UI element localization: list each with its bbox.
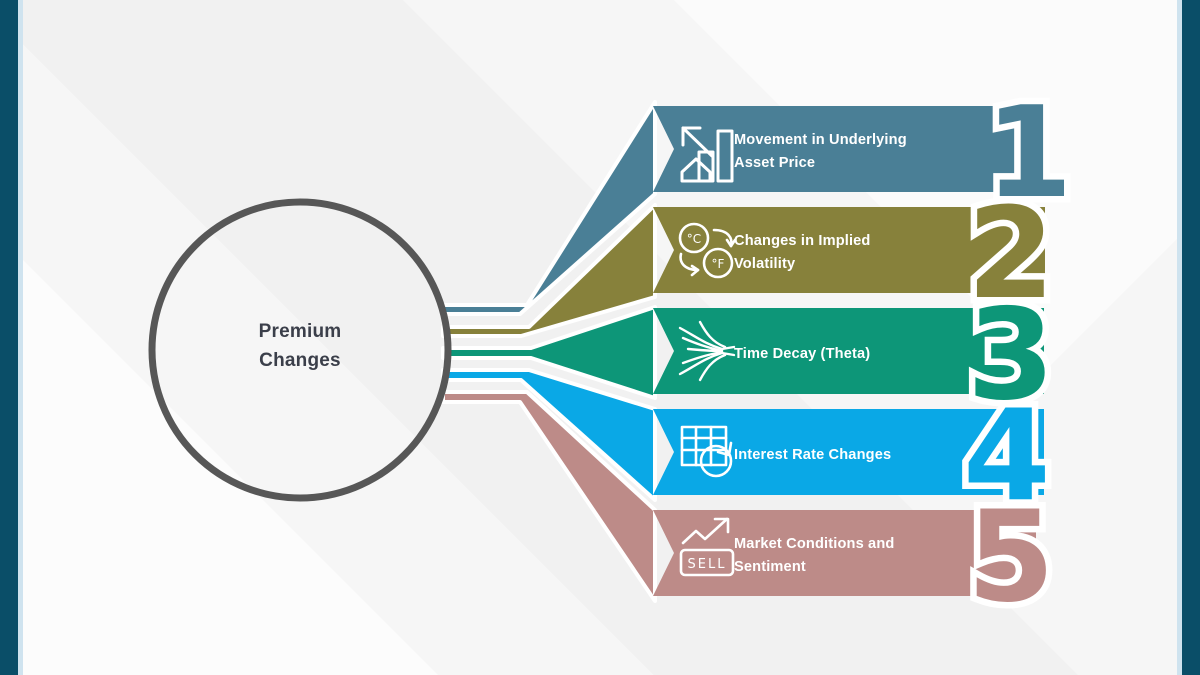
band-shape-3 xyxy=(653,308,1044,394)
band-number-1: 1 xyxy=(985,79,1073,226)
svg-text:SELL: SELL xyxy=(688,557,727,572)
band-row-5[interactable]: Market Conditions and Sentiment xyxy=(648,510,1036,602)
celsius-fahrenheit-exchange-icon: °C °F xyxy=(678,222,737,279)
band-shapes xyxy=(653,106,1045,596)
trend-up-sell-icon: SELL xyxy=(679,517,735,577)
band-label-4-line1: Interest Rate Changes xyxy=(734,446,892,463)
band-label-1-line2: Asset Price xyxy=(734,155,816,171)
band-number-5: 5 xyxy=(967,483,1055,630)
band-label-2-line1: Changes in Implied xyxy=(734,233,871,250)
band-label-5-line1: Market Conditions and xyxy=(734,536,895,553)
frame-bar-left xyxy=(0,0,18,675)
band-label-2: Changes in Implied Volatility xyxy=(734,230,1036,275)
hub-label: Premium Changes xyxy=(185,318,415,375)
band-label-4: Interest Rate Changes xyxy=(734,444,1036,467)
band-label-1: Movement in Underlying Asset Price xyxy=(734,129,1036,174)
band-label-3-line1: Time Decay (Theta) xyxy=(734,345,871,362)
flow-streamlines-icon xyxy=(678,320,736,382)
band-numbers: 1 2 3 4 5 xyxy=(957,73,1080,637)
band-label-2-line2: Volatility xyxy=(734,256,796,272)
ribbon-2 xyxy=(441,203,657,338)
frame-bar-right xyxy=(1182,0,1200,675)
table-refresh-icon xyxy=(680,425,733,478)
hub-label-line1: Premium xyxy=(258,321,342,342)
frame-gap-left xyxy=(18,0,23,675)
band-shape-5 xyxy=(653,510,1036,596)
band-row-4[interactable]: Interest Rate Changes xyxy=(648,409,1036,501)
svg-text:°C: °C xyxy=(687,232,701,246)
ribbon-5 xyxy=(441,390,657,603)
band-row-1[interactable]: Movement in Underlying Asset Price xyxy=(648,106,1036,198)
hub-circle xyxy=(148,198,452,502)
band-row-3[interactable]: Time Decay (Theta) xyxy=(648,308,1036,400)
band-number-3: 3 xyxy=(967,281,1055,428)
house-bar-chart-down-arrow-icon xyxy=(680,126,734,183)
band-label-3: Time Decay (Theta) xyxy=(734,343,1036,366)
band-row-2[interactable]: Changes in Implied Volatility xyxy=(648,207,1036,299)
connector-ribbons xyxy=(441,100,657,603)
band-shape-4 xyxy=(653,409,1044,495)
band-number-2: 2 xyxy=(967,180,1055,327)
band-label-5: Market Conditions and Sentiment xyxy=(734,533,1036,578)
band-shape-1 xyxy=(653,106,1036,192)
frame-gap-right xyxy=(1177,0,1182,675)
band-number-4: 4 xyxy=(963,382,1051,529)
svg-text:°F: °F xyxy=(712,257,725,271)
hub-label-line2: Changes xyxy=(259,349,341,371)
ribbon-3 xyxy=(441,305,657,400)
band-shape-2 xyxy=(653,207,1045,293)
band-label-5-line2: Sentiment xyxy=(734,559,806,575)
band-label-1-line1: Movement in Underlying xyxy=(734,132,907,149)
